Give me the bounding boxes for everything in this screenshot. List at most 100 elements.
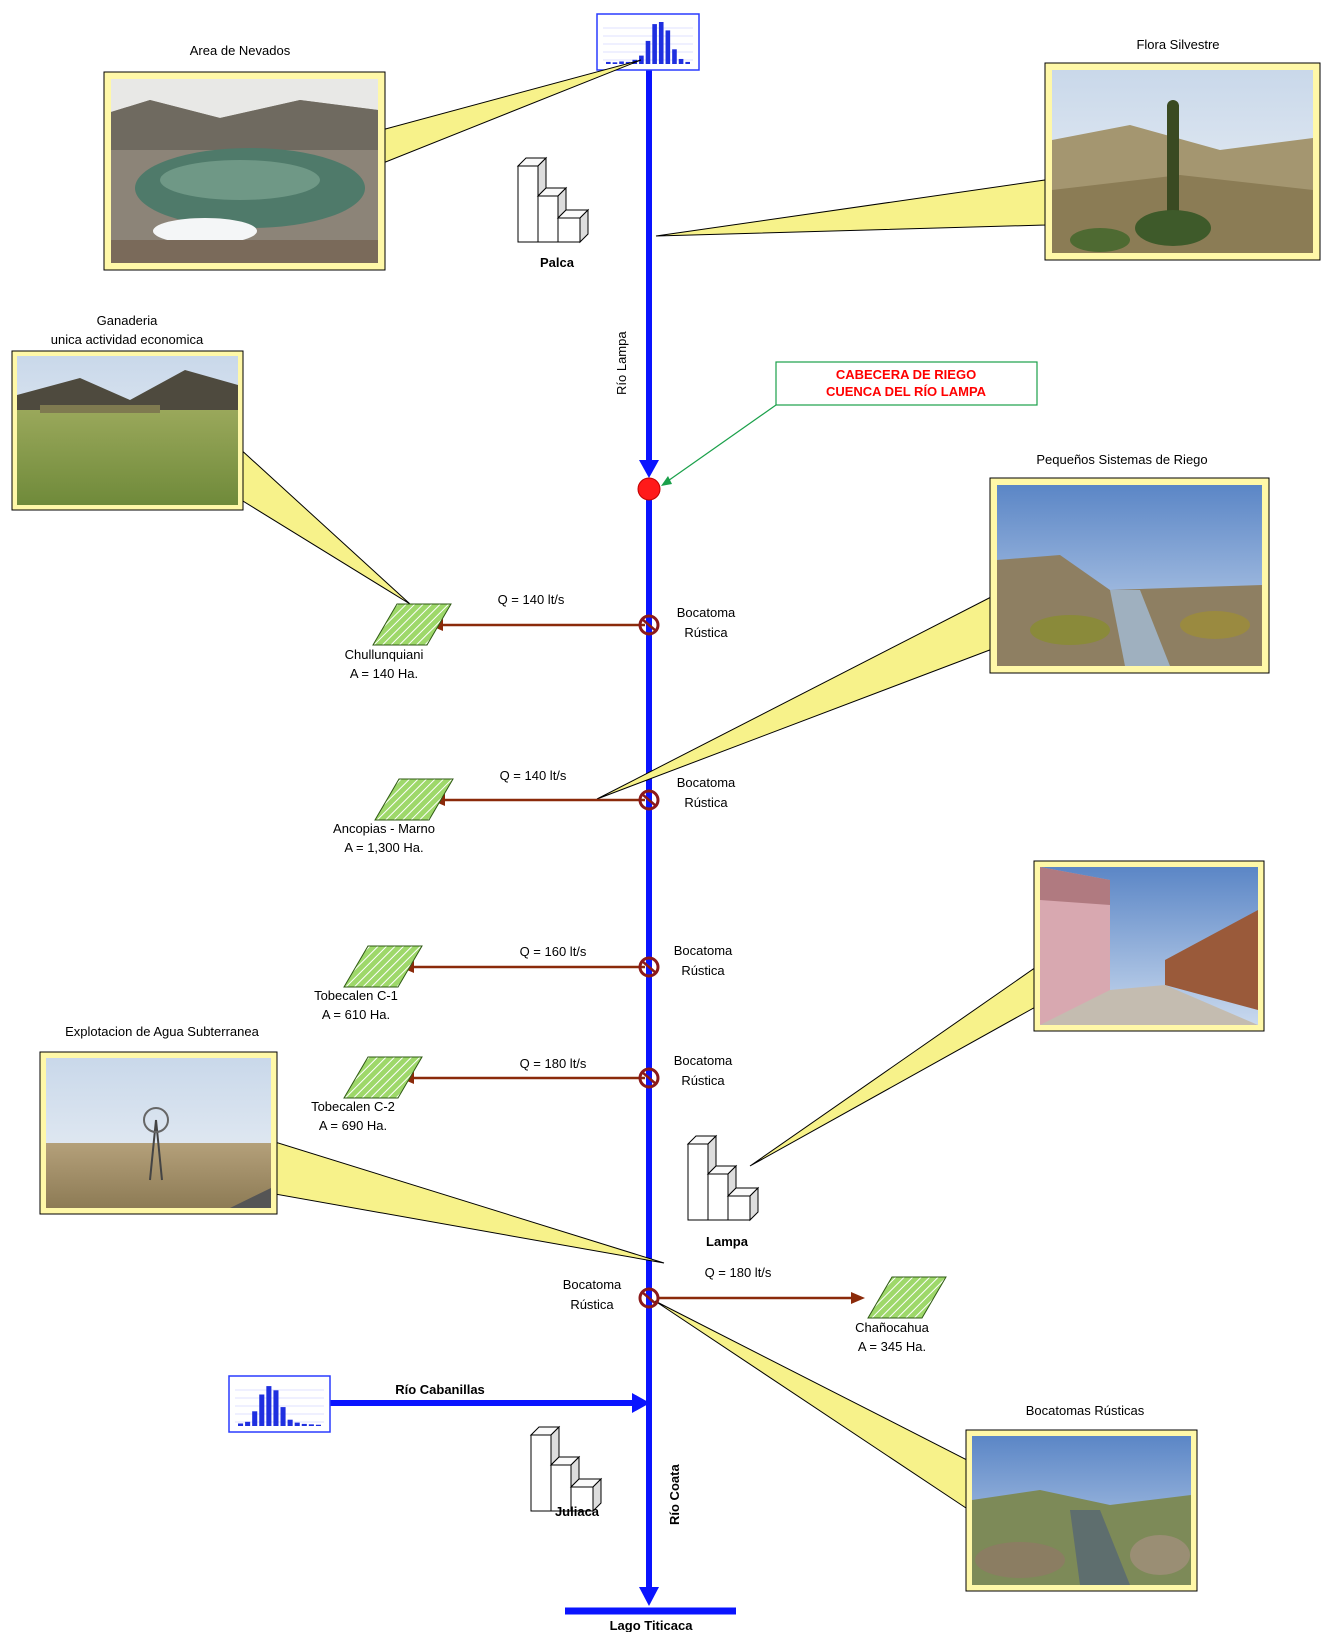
flow-label: Q = 140 lt/s	[498, 592, 565, 607]
hydrograph-bar	[301, 1423, 307, 1426]
headwater-label-box	[775, 361, 1038, 406]
hydrograph-bar	[315, 1424, 321, 1426]
river-arrow-head	[639, 1587, 659, 1606]
rio-cabanillas-label: Río Cabanillas	[395, 1382, 485, 1397]
intake-symbol-slash	[641, 618, 657, 632]
hydrograph-bar	[639, 55, 644, 64]
diversion-arrow-head	[851, 1292, 865, 1304]
headwater-line2: CUENCA DEL RÍO LAMPA	[826, 384, 987, 399]
callout-subterranea	[274, 1141, 665, 1264]
building-icon-lampa	[686, 1134, 760, 1222]
intake-symbol	[638, 614, 660, 636]
hydrograph-bar	[308, 1424, 314, 1426]
photo-title-bocatomas: Bocatomas Rústicas	[1026, 1403, 1145, 1418]
pasture-photo	[17, 356, 238, 505]
irrigated-field	[372, 603, 452, 646]
puya-raimondii-photo	[1052, 70, 1313, 253]
photo-title-riego: Pequeños Sistemas de Riego	[1036, 452, 1207, 467]
building-icon-palca	[516, 156, 590, 244]
field-name: Tobecalen C-2	[311, 1099, 395, 1114]
intake-symbol	[638, 789, 660, 811]
intake-label-line1: Bocatoma	[677, 605, 736, 620]
intake-label-line1: Bocatoma	[674, 943, 733, 958]
intake-label-line1: Bocatoma	[677, 775, 736, 790]
photo-title-subterranea: Explotacion de Agua Subterranea	[65, 1024, 259, 1039]
field-area: A = 140 Ha.	[350, 666, 418, 681]
irrigated-field	[374, 778, 454, 821]
flow-label: Q = 180 lt/s	[520, 1056, 587, 1071]
hydrograph-bar	[266, 1386, 272, 1426]
lago-titicaca-label: Lago Titicaca	[610, 1618, 694, 1632]
town-label-lampa: Lampa	[706, 1234, 749, 1249]
callout-ganaderia	[237, 445, 411, 605]
hydrograph-bar	[245, 1421, 251, 1426]
rio-lampa-label: Río Lampa	[614, 331, 629, 395]
hydrograph-bar	[658, 22, 664, 64]
hydrograph-bar	[625, 61, 631, 64]
irrigation-canal-photo	[997, 485, 1262, 666]
hydrograph-bar	[685, 61, 690, 64]
snow-lake-photo	[111, 79, 378, 263]
intake-label-line2: Rústica	[684, 795, 728, 810]
town-street-photo	[1040, 867, 1258, 1025]
river-intake-photo	[972, 1436, 1191, 1585]
hydrograph-bar	[672, 49, 677, 64]
hydrograph-bar	[678, 58, 684, 64]
hydrograph-bar	[280, 1407, 286, 1426]
hydrograph-bar	[645, 40, 651, 64]
hydrograph-bar	[259, 1394, 265, 1426]
intake-label-line2: Rústica	[681, 1073, 725, 1088]
intake-symbol	[638, 1067, 660, 1089]
callout-flora	[655, 179, 1046, 237]
intake-label-line2: Rústica	[684, 625, 728, 640]
callout-town	[749, 964, 1040, 1167]
headwater-pointer-head	[661, 476, 672, 486]
field-name: Chullunquiani	[345, 647, 424, 662]
irrigated-field	[867, 1276, 947, 1319]
windmill-photo	[46, 1058, 271, 1208]
intake-symbol	[638, 1287, 660, 1309]
field-area: A = 345 Ha.	[858, 1339, 926, 1354]
intake-symbol-slash	[641, 793, 657, 807]
headwater-point	[637, 477, 661, 501]
field-name: Ancopias - Marno	[333, 821, 435, 836]
field-area: A = 610 Ha.	[322, 1007, 390, 1022]
hydrograph-bar	[238, 1423, 244, 1426]
intake-symbol-slash	[641, 1291, 657, 1305]
hydrograph-bar	[252, 1411, 258, 1426]
photo-title-nevados: Area de Nevados	[190, 43, 291, 58]
town-label-palca: Palca	[540, 255, 575, 270]
river-arrow-head	[632, 1393, 650, 1413]
hydrograph-bar	[665, 30, 671, 64]
intake-symbol-slash	[641, 1071, 657, 1085]
hydrograph-icon-cabanillas	[228, 1375, 331, 1433]
intake-label-line1: Bocatoma	[674, 1053, 733, 1068]
hydrograph-bar	[652, 24, 657, 65]
river-arrow-head	[639, 460, 659, 478]
callout-nevados	[377, 59, 642, 166]
town-label-juliaca: Juliaca	[555, 1504, 600, 1519]
intake-symbol	[638, 956, 660, 978]
hydrograph-bar	[619, 61, 624, 64]
intake-label-line2: Rústica	[570, 1297, 614, 1312]
field-area: A = 1,300 Ha.	[344, 840, 423, 855]
irrigated-field	[343, 1056, 423, 1099]
field-name: Chañocahua	[855, 1320, 929, 1335]
intake-label-line1: Bocatoma	[563, 1277, 622, 1292]
intake-label-line2: Rústica	[681, 963, 725, 978]
irrigated-field	[343, 945, 423, 988]
hydrograph-bar	[287, 1419, 293, 1426]
building-icon-juliaca	[529, 1425, 603, 1513]
photo-title-ganaderia-2: unica actividad economica	[51, 332, 204, 347]
photo-title-flora: Flora Silvestre	[1136, 37, 1219, 52]
hydrograph-bar	[606, 61, 611, 64]
field-area: A = 690 Ha.	[319, 1118, 387, 1133]
rio-coata-label: Río Coata	[667, 1464, 682, 1525]
headwater-pointer	[664, 404, 777, 484]
